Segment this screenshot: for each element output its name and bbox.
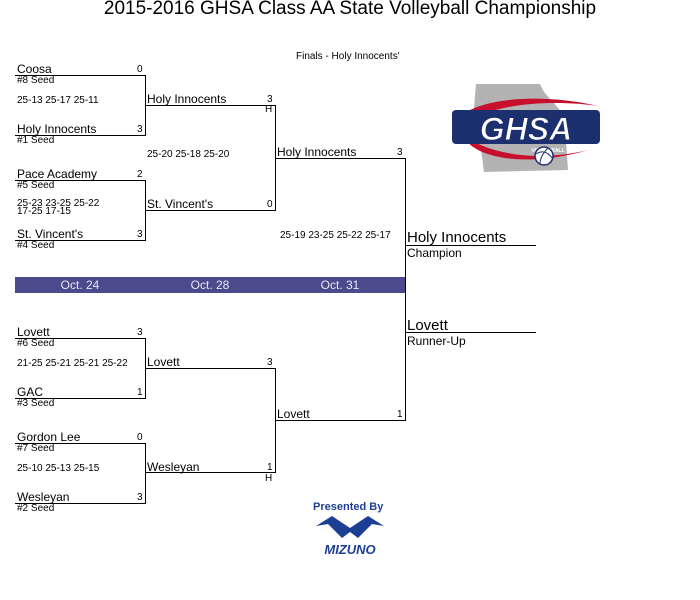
logo-text: GHSA: [480, 111, 572, 147]
bracket-line: [145, 368, 276, 369]
team-score: 3: [137, 492, 143, 503]
bracket-line: [15, 75, 146, 76]
team-name: Pace Academy: [17, 167, 98, 181]
team-name: Holy Innocents: [17, 122, 97, 136]
team-name: Holy Innocents: [147, 92, 227, 106]
date-round-2: Oct. 28: [190, 278, 230, 292]
home-marker: H: [265, 473, 273, 484]
bracket-line: [15, 240, 146, 241]
set-scores: 25-13 25-17 25-11: [17, 95, 99, 106]
bracket-line: [275, 420, 406, 421]
presented-by: Presented By: [313, 501, 384, 513]
team-score: 3: [267, 357, 273, 368]
date-round-1: Oct. 24: [60, 278, 100, 292]
team-name: Lovett: [17, 325, 50, 339]
set-scores: 25-23 23-25 25-22: [17, 198, 100, 209]
date-band: [15, 277, 405, 293]
bracket-line: [15, 135, 146, 136]
home-marker: H: [265, 104, 273, 115]
date-round-3: Oct. 31: [320, 278, 360, 292]
team-score: 1: [397, 409, 403, 420]
team-name: Wesleyan: [147, 460, 200, 474]
team-score: 1: [267, 462, 273, 473]
mizuno-logo: MIZUNO: [312, 514, 388, 558]
bracket-connector: [145, 443, 146, 504]
bracket-line: [15, 398, 146, 399]
team-name: Coosa: [17, 62, 52, 76]
team-score: 3: [137, 124, 143, 135]
team-name: Lovett: [277, 407, 310, 421]
team-seed: #2 Seed: [17, 503, 55, 514]
volleyball-icon: [534, 146, 554, 166]
bracket-line: [145, 472, 276, 473]
team-score: 3: [397, 147, 403, 158]
team-score: 3: [137, 327, 143, 338]
bracket-line: [15, 180, 146, 181]
set-scores: 17-25 17-15: [17, 206, 71, 217]
team-name: St. Vincent's: [147, 197, 214, 211]
team-seed: #8 Seed: [17, 75, 55, 86]
set-scores: 25-19 23-25 25-22 25-17: [280, 230, 391, 241]
mizuno-wordmark: MIZUNO: [324, 542, 375, 557]
team-score: 0: [267, 199, 273, 210]
set-scores: 21-25 25-21 25-21 25-22: [17, 358, 128, 369]
team-name: St. Vincent's: [17, 227, 84, 241]
champion-name: Holy Innocents: [407, 229, 507, 246]
team-seed: #4 Seed: [17, 240, 55, 251]
team-score: 2: [137, 169, 143, 180]
runner-up-name: Lovett: [407, 317, 448, 334]
set-scores: 25-10 25-13 25-15: [17, 463, 100, 474]
team-seed: #5 Seed: [17, 180, 55, 191]
bracket-connector: [405, 158, 406, 421]
finals-site: Finals - Holy Innocents': [296, 51, 400, 62]
team-score: 1: [137, 387, 143, 398]
team-seed: #1 Seed: [17, 135, 55, 146]
team-name: Holy Innocents: [277, 145, 357, 159]
team-seed: #3 Seed: [17, 398, 55, 409]
team-seed: #7 Seed: [17, 443, 55, 454]
team-score: 0: [137, 432, 143, 443]
bracket-line: [15, 443, 146, 444]
bracket-line: [275, 158, 406, 159]
bracket-line: [405, 332, 536, 333]
ghsa-logo: GHSA VOLLEYBALL: [448, 78, 604, 178]
set-scores: 25-20 25-18 25-20: [147, 149, 230, 160]
bracket-line: [145, 105, 276, 106]
team-score: 0: [137, 64, 143, 75]
team-score: 3: [137, 229, 143, 240]
team-name: Gordon Lee: [17, 430, 81, 444]
team-name: Wesleyan: [17, 490, 70, 504]
bracket-line: [15, 503, 146, 504]
runner-up-label: Runner-Up: [407, 334, 466, 348]
page-title: 2015-2016 GHSA Class AA State Volleyball…: [103, 0, 597, 19]
champion-label: Champion: [407, 246, 462, 260]
bracket-line: [15, 338, 146, 339]
team-score: 3: [267, 94, 273, 105]
team-seed: #6 Seed: [17, 338, 55, 349]
team-name: GAC: [17, 385, 44, 399]
bracket-line: [145, 210, 276, 211]
bracket-line: [405, 245, 536, 246]
team-name: Lovett: [147, 355, 180, 369]
